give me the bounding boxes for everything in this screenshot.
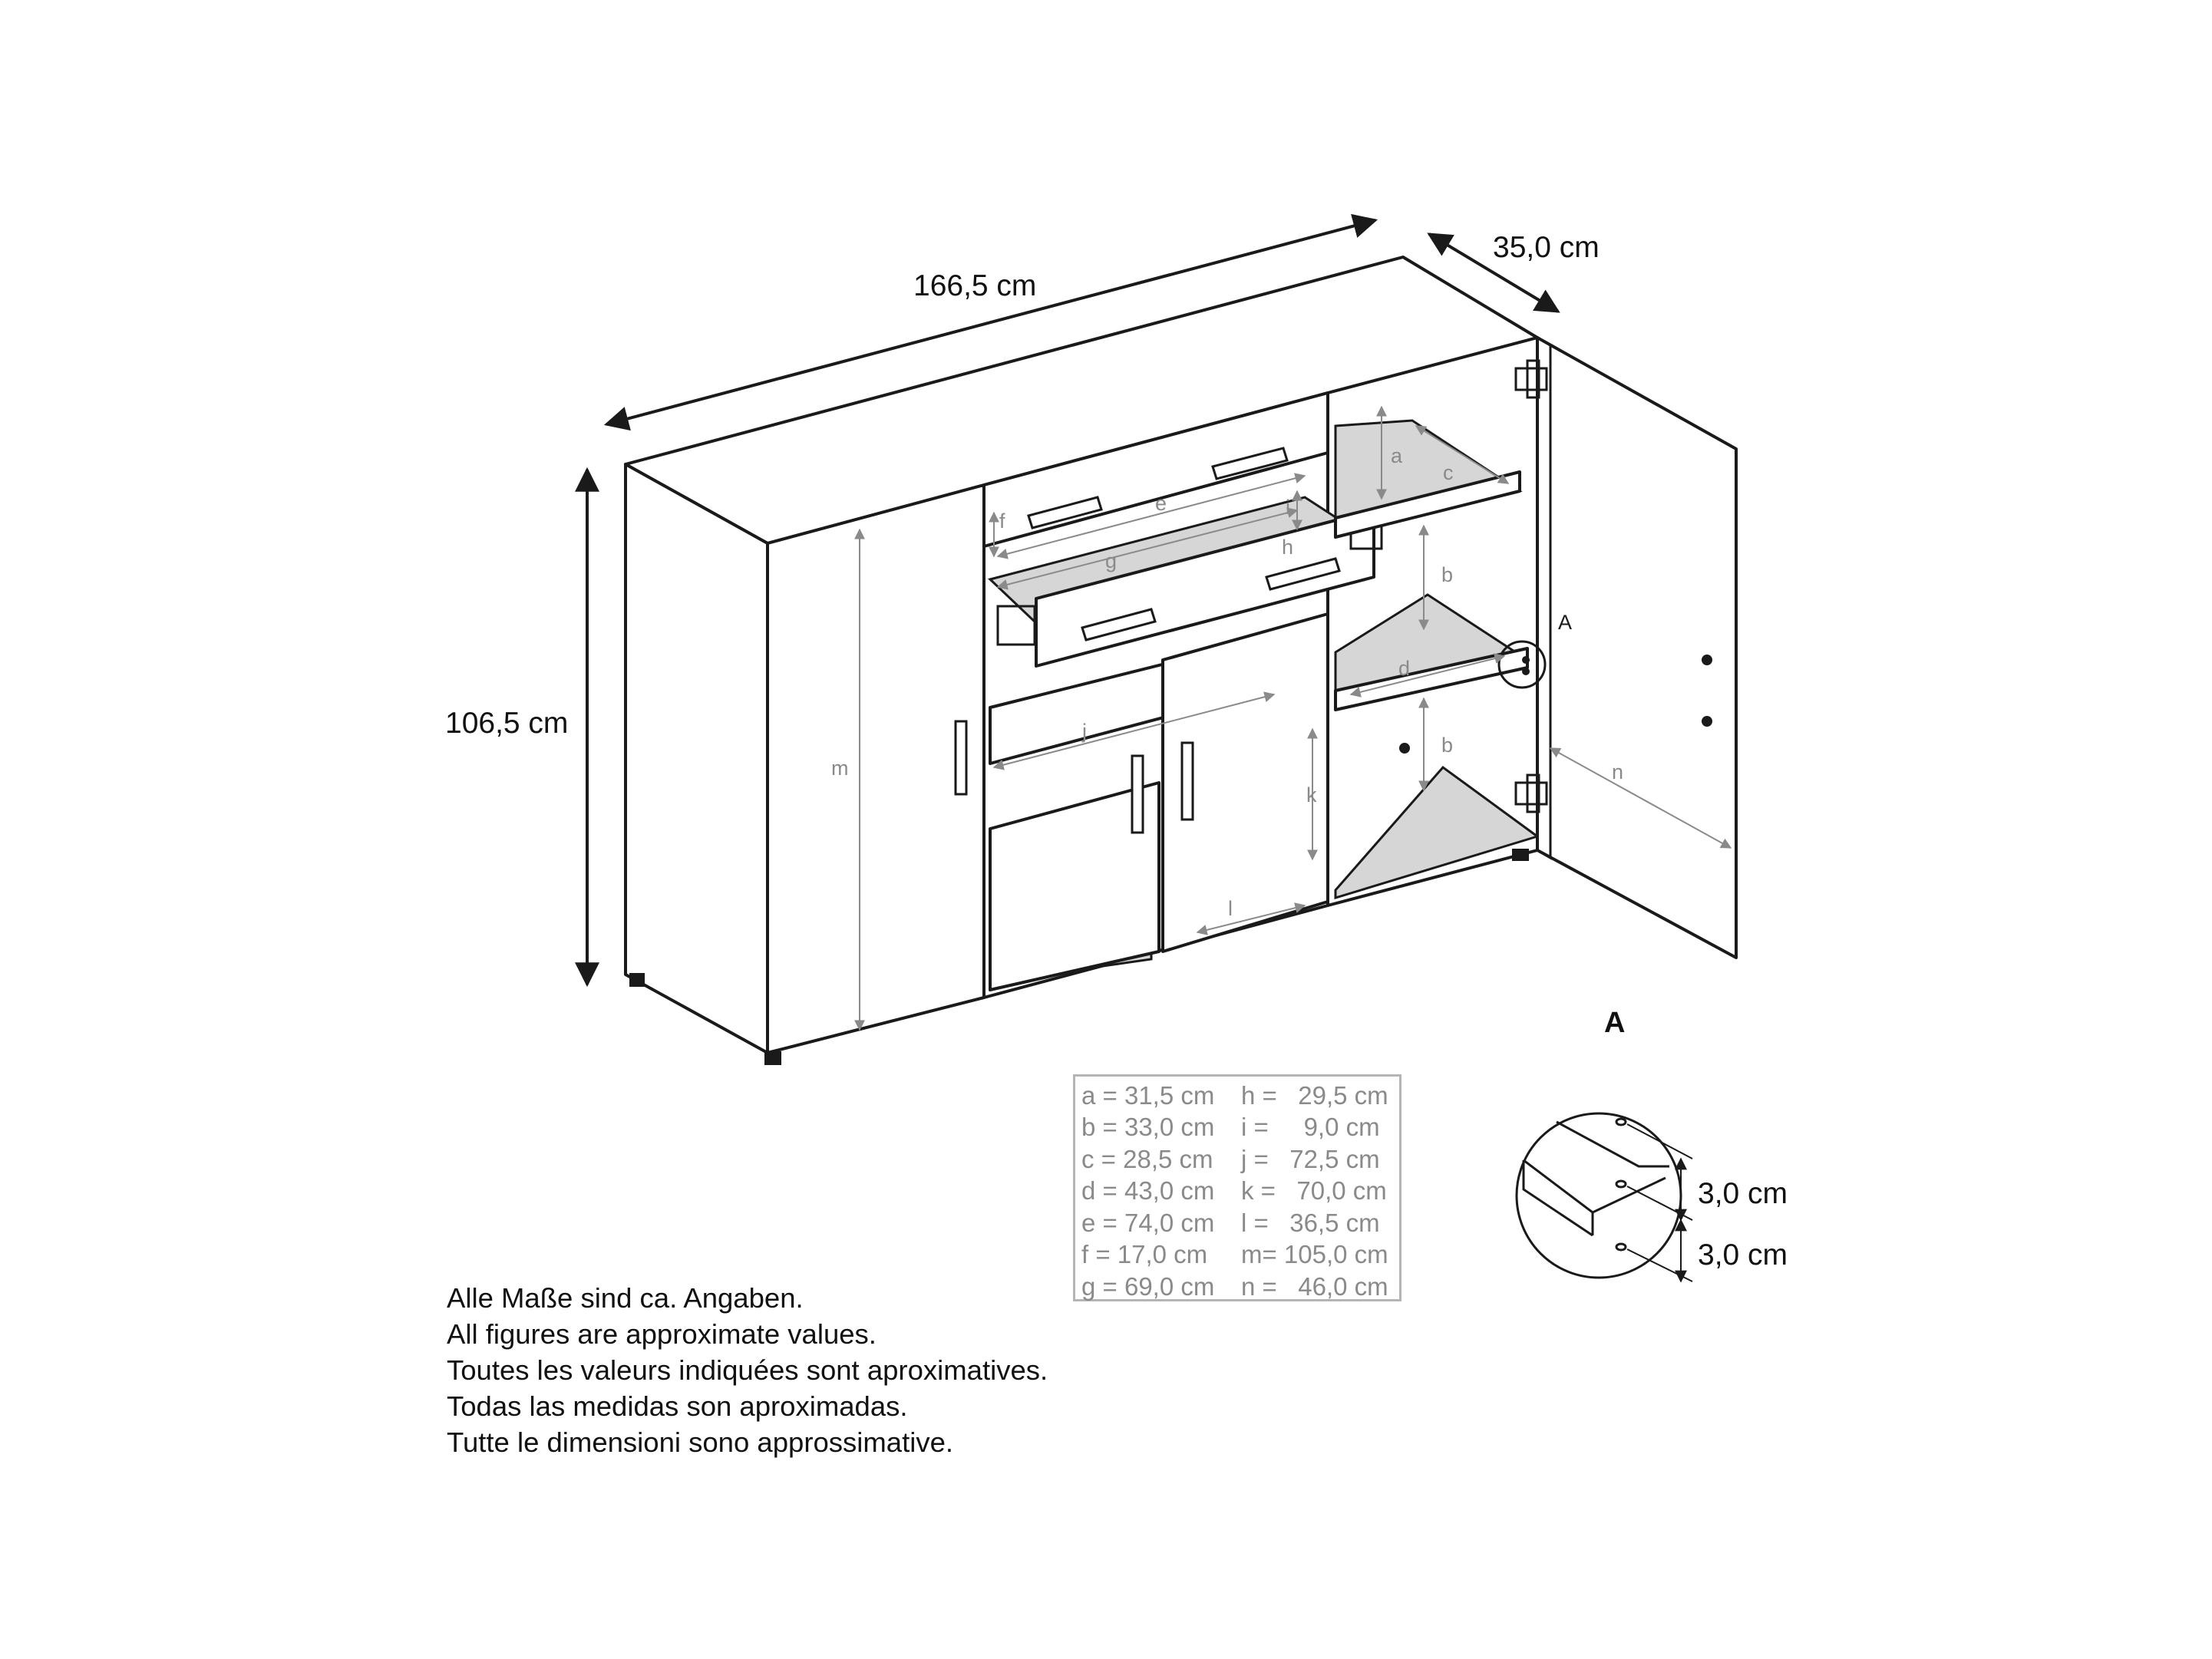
detail-spacing-bottom: 3,0 cm [1698,1238,1788,1271]
detail-title: A [1604,1007,1625,1039]
measurement-right: i = 9,0 cm [1240,1113,1380,1142]
door-hole-lower [1702,716,1712,727]
upper-shelf [1334,470,1521,539]
label-f: f [999,510,1005,533]
detail-marker-label: A [1558,611,1572,634]
detail-hole-3 [1615,1242,1627,1252]
note-line: Tutte le dimensioni sono approssimative. [447,1426,954,1458]
middle-door-handle-left [1131,754,1144,834]
measurement-row: b = 33,0 cm i = 9,0 cm [1081,1112,1393,1144]
label-b-upper: b [1441,563,1453,586]
label-m: m [831,757,849,780]
drawer-runner-left [996,605,1036,646]
hinge-bottom-icon [1514,773,1548,813]
measurement-right: j = 72,5 cm [1240,1144,1380,1173]
measurement-left: g = 69,0 cm [1081,1271,1215,1301]
measurement-table: a = 31,5 cm h = 29,5 cm b = 33,0 cm i = 9,0… [1073,1074,1401,1301]
detail-hole-2 [1615,1179,1627,1189]
note-line: All figures are approximate values. [447,1318,877,1350]
door-hole-upper [1702,655,1712,665]
label-d: d [1398,657,1410,680]
label-n: n [1612,760,1623,783]
foot-right [1512,849,1529,861]
height-label: 106,5 cm [445,707,568,740]
measurement-right: m= 105,0 cm [1240,1240,1388,1269]
measurement-left: f = 17,0 cm [1081,1240,1208,1269]
label-e: e [1155,492,1167,515]
right-door-open [1514,335,1738,959]
cabinet-left-side [624,463,769,1054]
measurement-row: f = 17,0 cm m= 105,0 cm [1081,1239,1393,1271]
note-line: Todas las medidas son aproximadas. [447,1390,908,1422]
middle-door-handle-right [1180,741,1194,821]
measurement-left: e = 74,0 cm [1081,1208,1215,1237]
measurement-left: a = 31,5 cm [1081,1080,1215,1110]
inner-measure-lines [854,405,1732,1031]
depth-label: 35,0 cm [1493,231,1600,264]
detail-circle [1515,1112,1682,1279]
hinge-top-icon [1514,359,1548,399]
right-door-panel [1536,336,1738,959]
measurement-left: b = 33,0 cm [1081,1113,1215,1142]
detail-hole-1 [1615,1117,1627,1126]
measurement-row: g = 69,0 cm n = 46,0 cm [1081,1271,1393,1303]
depth-dimension-line [1427,233,1560,313]
left-door [766,483,985,1054]
label-a: a [1391,444,1403,467]
label-j: j [1081,720,1087,743]
label-b-lower: b [1441,734,1453,757]
width-label: 166,5 cm [913,269,1036,302]
note-line: Alle Maße sind ca. Angaben. [447,1282,804,1314]
measurement-right: k = 70,0 cm [1240,1176,1387,1205]
foot-left [629,973,645,987]
measurement-row: c = 28,5 cm j = 72,5 cm [1081,1143,1393,1176]
label-c: c [1443,461,1454,484]
left-door-handle [954,720,968,796]
measurement-right: l = 36,5 cm [1240,1208,1380,1237]
label-l: l [1228,897,1233,920]
approximate-values-notes: Alle Maße sind ca. Angaben. All figures a… [447,1280,1048,1460]
label-g: g [1105,549,1117,572]
note-line: Toutes les valeurs indiquées sont aproxi… [447,1354,1048,1386]
label-k: k [1306,783,1317,806]
detail-a: A 3,0 cm 3,0 cm [1515,1007,1788,1283]
detail-shelf-edge [1522,1120,1669,1237]
middle-lower-door [989,781,1160,991]
foot-front [764,1051,781,1065]
measurement-right: n = 46,0 cm [1240,1271,1388,1301]
measurement-row: e = 74,0 cm l = 36,5 cm [1081,1207,1393,1239]
label-i: i [1286,496,1290,519]
detail-spacing-top: 3,0 cm [1698,1177,1788,1210]
label-h: h [1282,536,1293,559]
width-dimension-line [603,213,1378,431]
measurement-left: d = 43,0 cm [1081,1176,1215,1205]
measurement-row: a = 31,5 cm h = 29,5 cm [1081,1080,1393,1112]
measurement-row: d = 43,0 cm k = 70,0 cm [1081,1176,1393,1208]
shelf-pin-hole [1399,743,1410,754]
measurement-right: h = 29,5 cm [1240,1080,1388,1110]
measurement-left: c = 28,5 cm [1081,1144,1213,1173]
